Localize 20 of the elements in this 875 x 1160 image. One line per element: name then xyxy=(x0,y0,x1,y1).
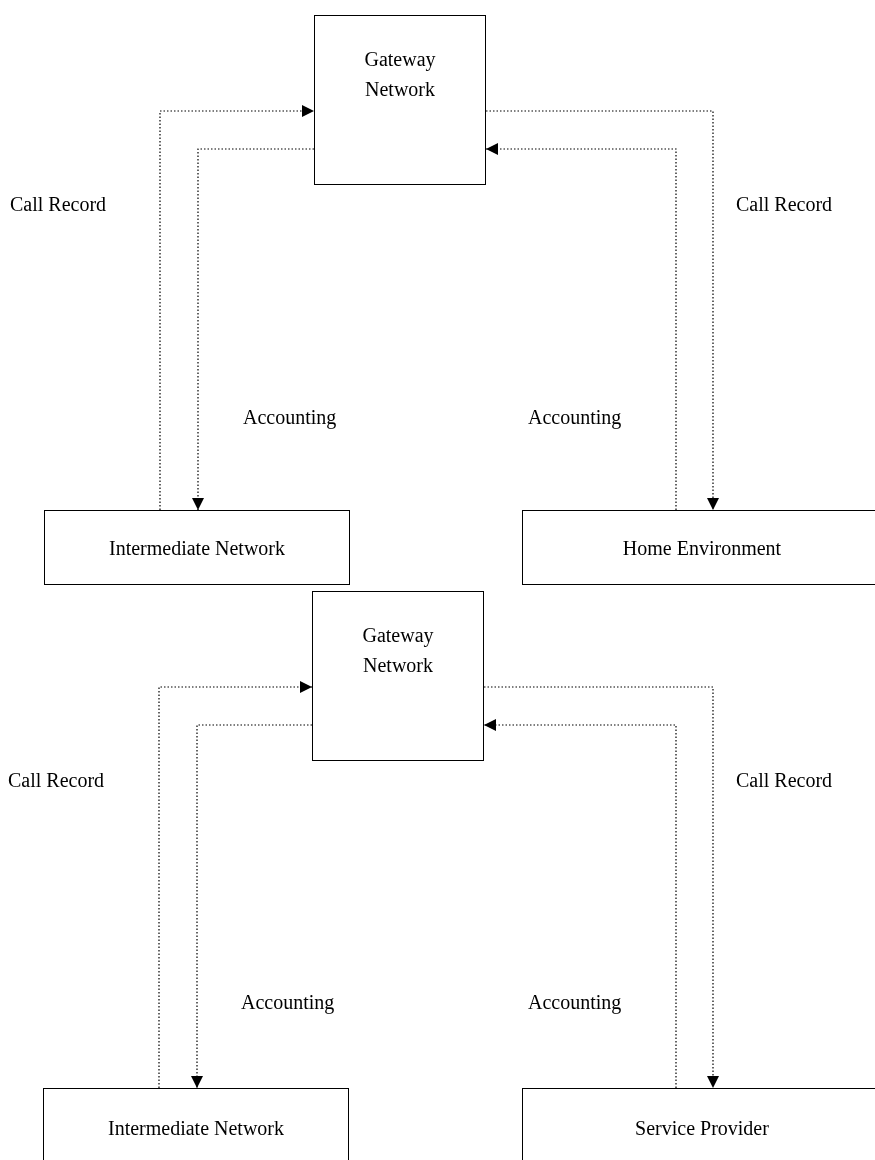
node-label: Service Provider xyxy=(635,1116,769,1141)
node-label: Gateway Network xyxy=(361,623,435,678)
network-box xyxy=(312,591,484,761)
network-box xyxy=(522,510,875,585)
dotted-arrow xyxy=(192,148,315,511)
network-box xyxy=(43,1088,349,1160)
dotted-arrow xyxy=(159,105,315,511)
network-box xyxy=(44,510,350,585)
dotted-arrow xyxy=(483,686,719,1089)
dotted-arrow xyxy=(483,719,677,1089)
dotted-arrow xyxy=(158,681,313,1089)
node-label: Gateway Network xyxy=(363,47,437,102)
node-label: Home Environment xyxy=(622,535,782,561)
node-label: Intermediate Network xyxy=(108,535,285,561)
network-box xyxy=(522,1088,875,1160)
node-label: Intermediate Network xyxy=(107,1116,284,1141)
dotted-arrow xyxy=(485,110,719,511)
dotted-arrow xyxy=(485,143,677,511)
dotted-arrow xyxy=(191,724,313,1089)
network-box xyxy=(314,15,486,185)
